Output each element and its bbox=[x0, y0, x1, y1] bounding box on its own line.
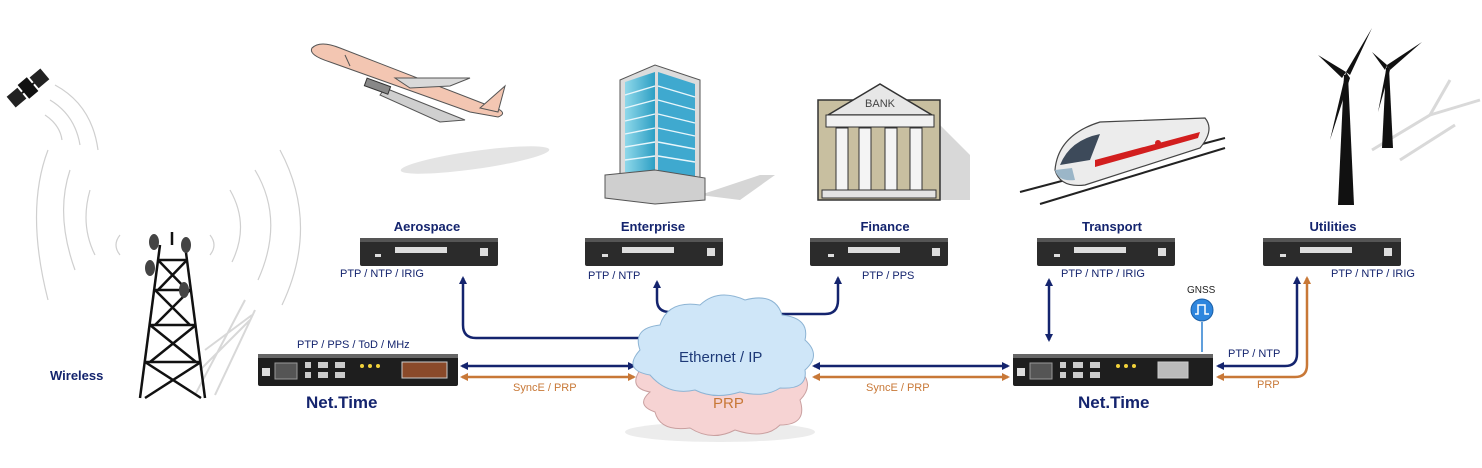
cell-tower-icon bbox=[138, 232, 256, 400]
switch-transport bbox=[1037, 238, 1175, 266]
switch-finance bbox=[810, 238, 948, 266]
protocols-utilities: PTP / NTP / IRIG bbox=[1331, 268, 1415, 280]
bank-sign-text: BANK bbox=[865, 98, 896, 110]
airplane-icon bbox=[310, 43, 550, 174]
protocols-enterprise: PTP / NTP bbox=[588, 270, 641, 282]
cloud-label-ethernet: Ethernet / IP bbox=[679, 349, 763, 366]
link-label-utilities-ptp: PTP / NTP bbox=[1228, 348, 1281, 360]
satellite-icon bbox=[6, 68, 50, 108]
left-device-name: Net.Time bbox=[306, 393, 378, 412]
link-aerospace-cloud bbox=[459, 276, 662, 342]
protocols-transport: PTP / NTP / IRIG bbox=[1061, 268, 1145, 280]
nettime-device-left bbox=[258, 354, 458, 386]
link-label-utilities-prp: PRP bbox=[1257, 379, 1280, 391]
sector-label-utilities: Utilities bbox=[1309, 219, 1357, 234]
gnss-label: GNSS bbox=[1187, 285, 1216, 296]
right-device-name: Net.Time bbox=[1078, 393, 1150, 412]
link-utilities-prp bbox=[1216, 276, 1311, 381]
ethernet-prp-cloud bbox=[625, 294, 815, 442]
link-label-left-sync: SyncE / PRP bbox=[513, 382, 577, 394]
bank-building-icon: BANK bbox=[817, 83, 970, 201]
protocols-finance: PTP / PPS bbox=[862, 270, 915, 282]
sector-label-enterprise: Enterprise bbox=[620, 219, 686, 234]
radio-waves-icon bbox=[35, 84, 302, 306]
nettime-device-right bbox=[1013, 354, 1213, 386]
office-building-icon bbox=[604, 64, 775, 205]
switch-utilities bbox=[1263, 238, 1401, 266]
train-icon bbox=[1019, 117, 1226, 205]
left-device-outputs: PTP / PPS / ToD / MHz bbox=[297, 339, 410, 351]
sector-label-finance: Finance bbox=[860, 219, 910, 234]
wireless-label: Wireless bbox=[50, 368, 104, 383]
protocols-aerospace: PTP / NTP / IRIG bbox=[340, 268, 424, 280]
switch-enterprise bbox=[585, 238, 723, 266]
sector-label-transport: Transport bbox=[1082, 219, 1142, 234]
sector-label-aerospace: Aerospace bbox=[393, 219, 461, 234]
switch-aerospace bbox=[360, 238, 498, 266]
gnss-icon bbox=[1190, 298, 1214, 322]
link-label-right-sync: SyncE / PRP bbox=[866, 382, 930, 394]
wind-turbine-icon bbox=[1318, 28, 1481, 205]
link-finance-cloud bbox=[766, 276, 842, 318]
cloud-label-prp: PRP bbox=[713, 395, 744, 412]
